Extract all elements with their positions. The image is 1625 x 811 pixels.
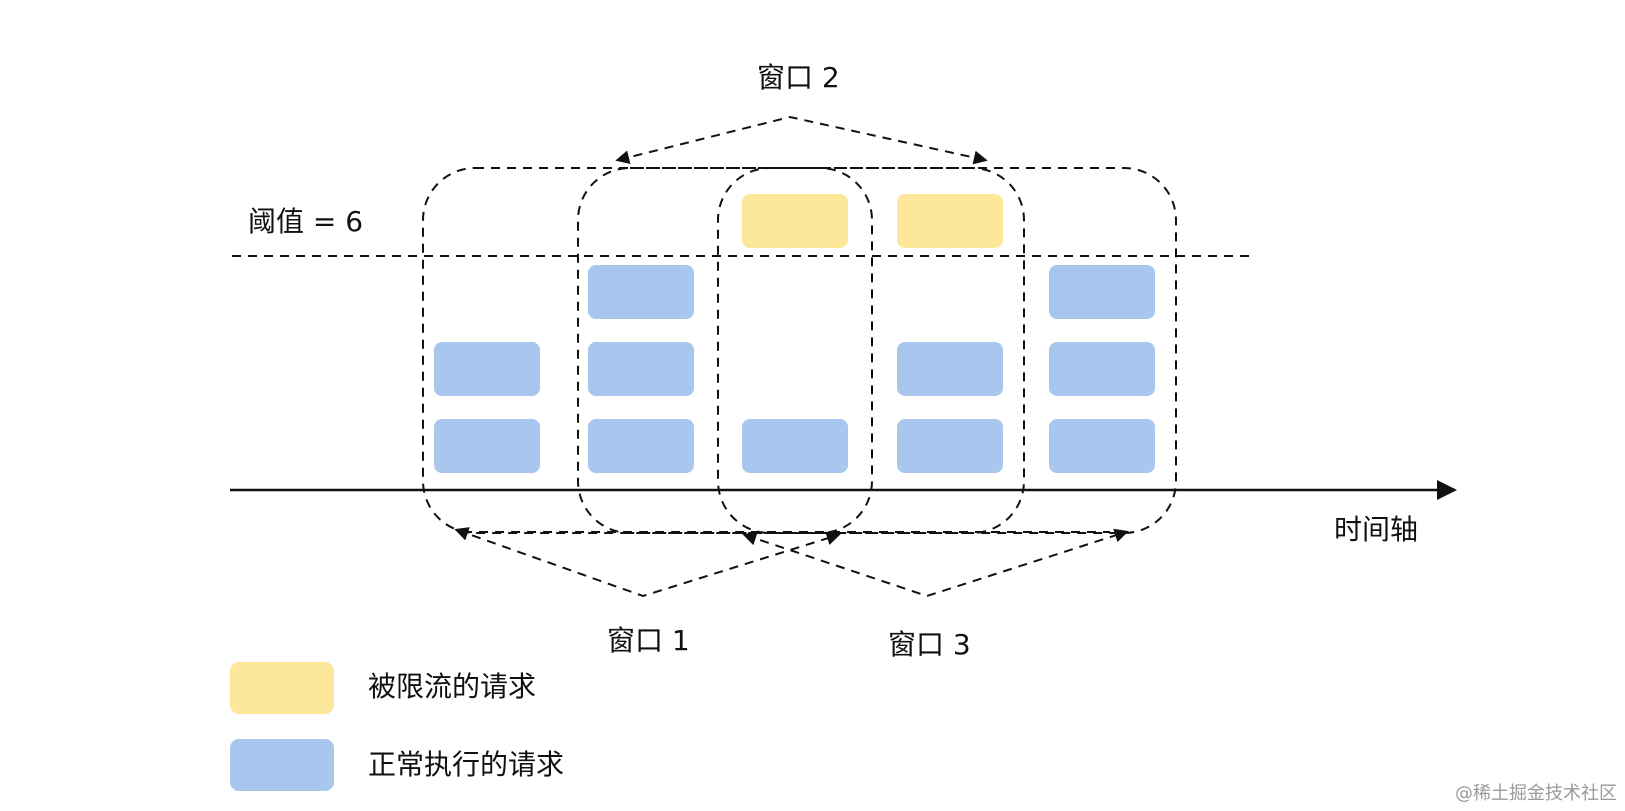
normal-request-block [1049, 342, 1155, 396]
legend-swatch-normal [230, 739, 334, 791]
legend-swatch-throttled [230, 662, 334, 714]
window-3-label: 窗口 3 [888, 628, 971, 661]
normal-request-block [434, 419, 540, 473]
window-2-span-pointer [615, 115, 988, 165]
window-3-outline [717, 167, 1177, 534]
normal-request-block [588, 265, 694, 319]
throttled-request-block [897, 194, 1003, 248]
legend-label-throttled: 被限流的请求 [368, 670, 537, 703]
watermark: @稀土掘金技术社区 [1455, 783, 1617, 804]
request-blocks [434, 194, 1155, 473]
normal-request-block [588, 419, 694, 473]
normal-request-block [897, 419, 1003, 473]
time-axis-label: 时间轴 [1334, 513, 1419, 546]
threshold-label: 阈值 = 6 [248, 205, 364, 238]
normal-request-block [1049, 265, 1155, 319]
window-2-outline [577, 167, 1025, 534]
normal-request-block [742, 419, 848, 473]
window-1-span-pointer [454, 527, 841, 598]
throttled-request-block [742, 194, 848, 248]
normal-request-block [588, 342, 694, 396]
window-1-label: 窗口 1 [607, 624, 690, 657]
window-3-span-pointer [742, 528, 1129, 598]
normal-request-block [434, 342, 540, 396]
legend-label-normal: 正常执行的请求 [368, 748, 565, 781]
normal-request-block [897, 342, 1003, 396]
window-2-label: 窗口 2 [757, 61, 840, 94]
normal-request-block [1049, 419, 1155, 473]
